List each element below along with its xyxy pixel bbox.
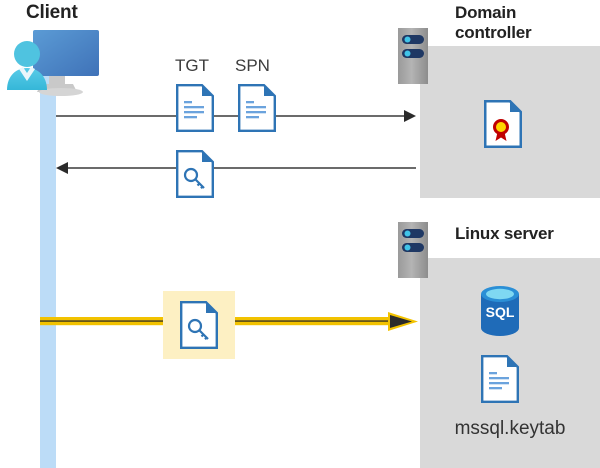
keytab-file-label: mssql.keytab: [454, 418, 566, 439]
tgt-document-icon: [176, 84, 214, 132]
tgt-label: TGT: [175, 56, 209, 75]
client-lifeline: [40, 60, 56, 468]
linux-server-icon: [398, 222, 428, 278]
spn-document-icon: [238, 84, 276, 132]
sql-database-icon: SQL: [481, 286, 519, 336]
domain-controller-server-icon: [398, 28, 428, 84]
certificate-document-icon: [484, 100, 522, 148]
keytab-key-document-icon: [180, 301, 218, 349]
spn-label: SPN: [235, 56, 270, 75]
keytab-document-icon: [481, 355, 519, 403]
domain-controller-title: Domain controller: [455, 3, 532, 43]
response-arrow: [56, 162, 416, 174]
linux-server-title: Linux server: [455, 224, 554, 243]
request-arrow: [56, 110, 416, 122]
client-computer-icon: [7, 30, 99, 96]
client-title: Client: [26, 2, 78, 23]
response-key-document-icon: [176, 150, 214, 198]
svg-text:SQL: SQL: [486, 304, 515, 320]
